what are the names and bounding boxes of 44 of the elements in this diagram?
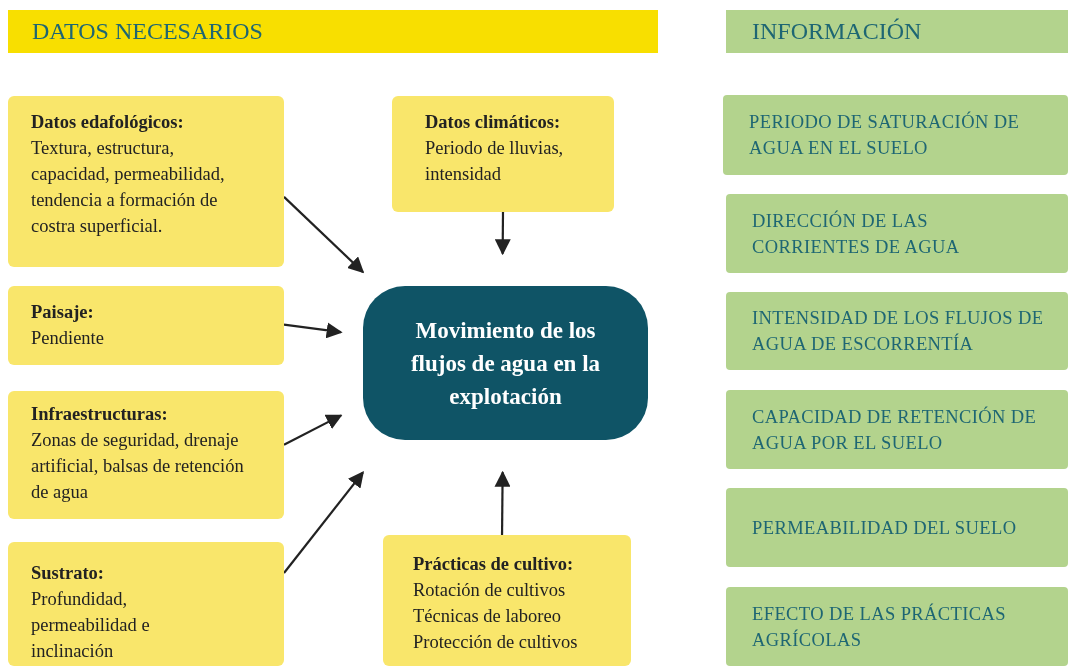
info-box <box>726 587 1068 666</box>
info-box <box>726 488 1068 567</box>
box-heading: Prácticas de cultivo: <box>413 553 575 576</box>
arrow <box>283 196 365 274</box>
data-box <box>8 542 284 666</box>
info-text: PERMEABILIDAD DEL SUELO <box>752 516 1017 540</box>
box-heading: Paisaje: <box>31 301 95 324</box>
arrow <box>283 471 364 574</box>
box-text: Profundidad, permeabilidad e inclinación <box>31 588 151 663</box>
section-header <box>726 10 1068 53</box>
info-text: PERIODO DE SATURACIÓN DE AGUA EN EL SUELO <box>749 110 1021 160</box>
info-text: DIRECCIÓN DE LAS CORRIENTES DE AGUA <box>752 209 961 259</box>
header-text: DATOS NECESARIOS <box>32 18 263 44</box>
data-box <box>383 535 631 666</box>
section-header <box>8 10 658 53</box>
box-text: Zonas de seguridad, drenaje artificial, balsas de retención de agua <box>31 429 245 504</box>
box-text: Pendiente <box>31 327 105 350</box>
info-box <box>726 292 1068 370</box>
center-text: Movimiento de los flujos de agua en la explotación <box>409 316 602 411</box>
box-text: Periodo de lluvias, intensidad <box>425 137 565 186</box>
info-box <box>726 194 1068 273</box>
data-box <box>8 391 284 519</box>
arrow <box>283 414 343 446</box>
box-heading: Datos climáticos: <box>425 111 562 134</box>
box-text: Rotación de cultivos <box>413 579 567 602</box>
arrow <box>494 212 511 256</box>
box-heading: Datos edafológicos: <box>31 111 185 134</box>
info-text: CAPACIDAD DE RETENCIÓN DE AGUA POR EL SUELO <box>752 405 1038 455</box>
info-box <box>723 95 1068 175</box>
box-text: Textura, estructura, capacidad, permeabilidad, tendencia a formación de costra superficial. <box>31 137 226 238</box>
center-box <box>363 286 648 440</box>
data-box <box>392 96 614 212</box>
header-text: INFORMACIÓN <box>752 18 922 44</box>
arrow <box>283 322 343 339</box>
info-text: EFECTO DE LAS PRÁCTICAS AGRÍCOLAS <box>752 602 1008 652</box>
box-heading: Sustrato: <box>31 562 105 585</box>
arrow <box>494 470 511 535</box>
data-box <box>8 96 284 267</box>
box-text: Protección de cultivos <box>413 631 579 654</box>
box-heading: Infraestructuras: <box>31 403 169 426</box>
info-text: INTENSIDAD DE LOS FLUJOS DE AGUA DE ESCORRENTÍA <box>752 307 1045 356</box>
data-box <box>8 286 284 365</box>
box-text: Técnicas de laboreo <box>413 605 562 628</box>
info-box <box>726 390 1068 469</box>
